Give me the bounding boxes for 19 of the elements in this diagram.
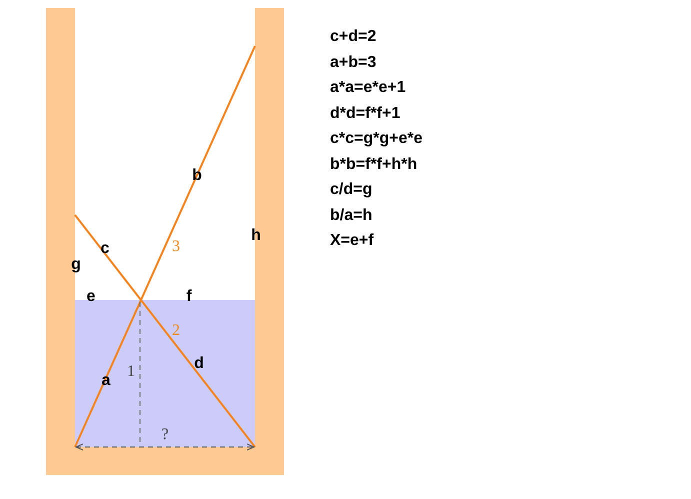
length-label: 1	[127, 363, 135, 381]
equation: c/d=g	[330, 181, 372, 199]
segment-label: g	[71, 256, 81, 274]
equation: d*d=f*f+1	[330, 104, 400, 122]
length-label: 2	[172, 322, 180, 340]
segment-label: f	[186, 288, 192, 306]
equation: c+d=2	[330, 28, 376, 46]
equation: X=e+f	[330, 232, 374, 250]
equation: b/a=h	[330, 206, 372, 224]
length-label: 3	[172, 238, 180, 256]
equation: a*a=e*e+1	[330, 79, 406, 97]
segment-label: h	[251, 227, 261, 245]
segment-label: c	[100, 240, 110, 258]
equation: c*c=g*g+e*e	[330, 130, 423, 148]
equation: a+b=3	[330, 54, 376, 72]
length-label: ?	[161, 426, 169, 444]
equation: b*b=f*f+h*h	[330, 156, 418, 174]
segment-label: e	[86, 288, 96, 306]
segment-label: d	[194, 355, 204, 373]
